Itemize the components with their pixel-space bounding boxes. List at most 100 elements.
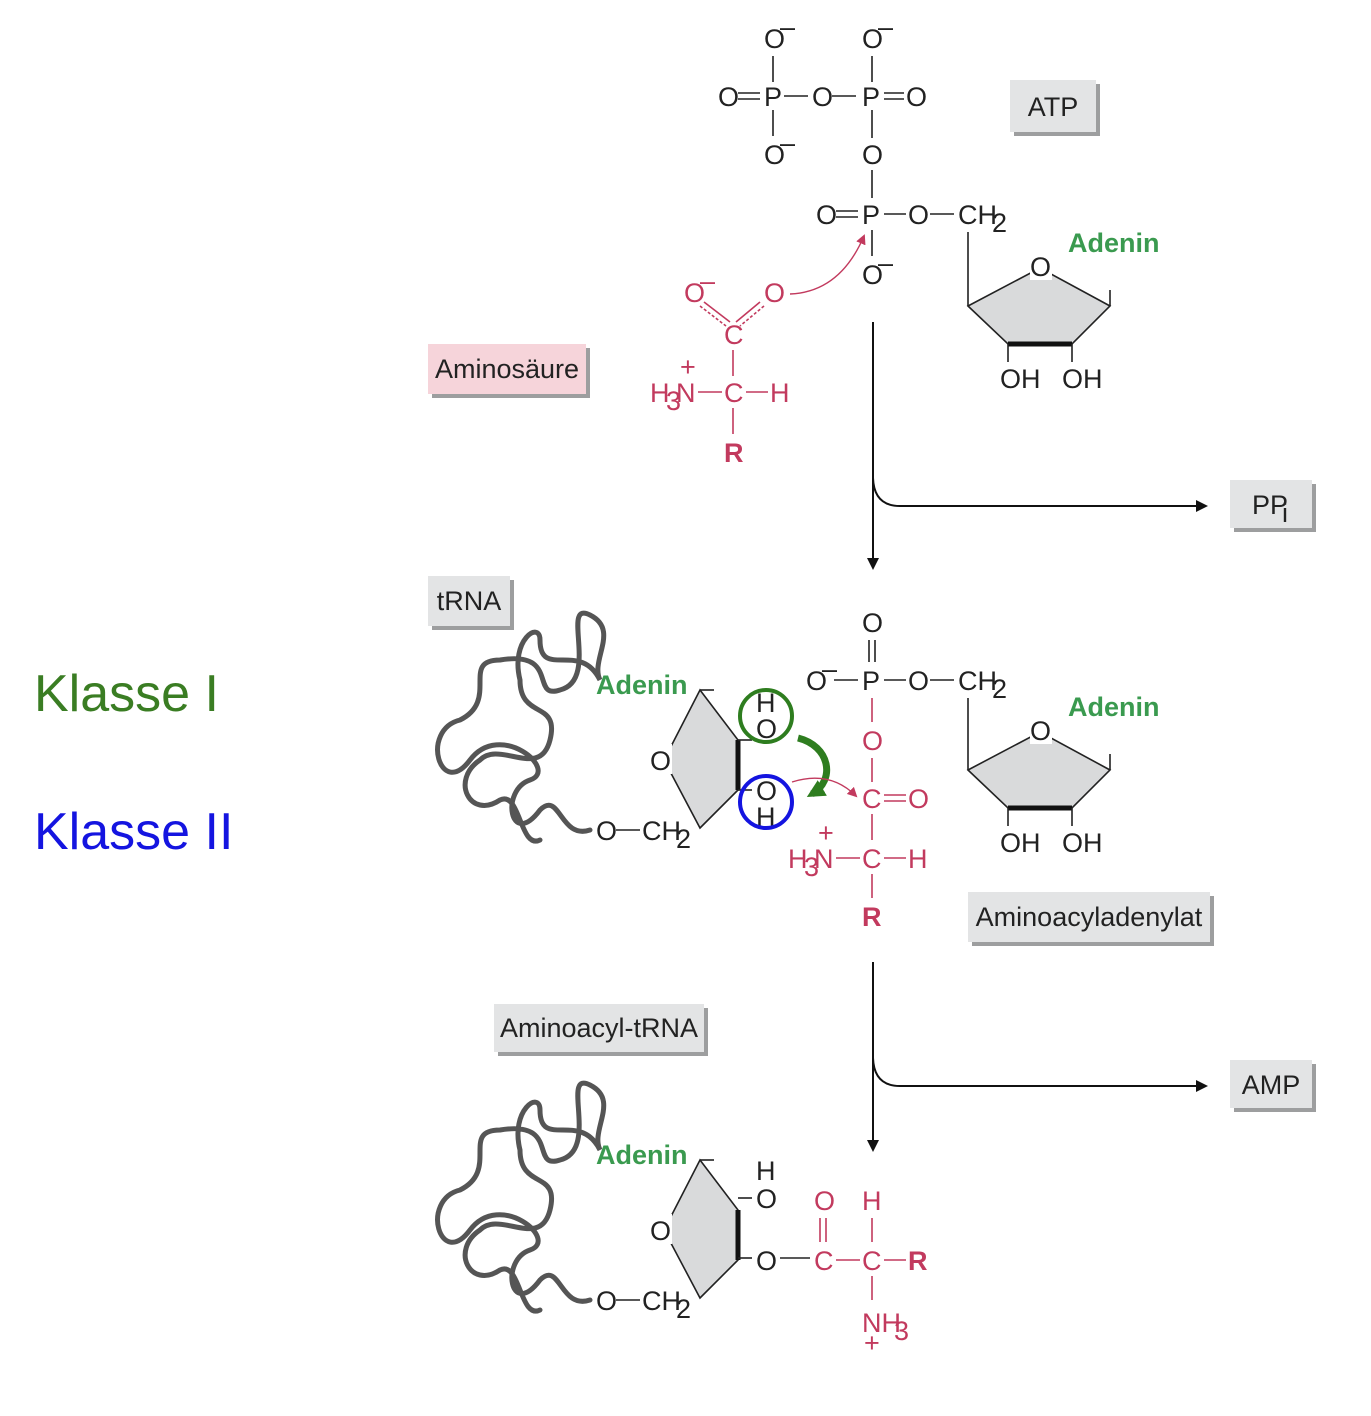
amino-acid-molecule: O– O C H3 N+ C H R	[650, 234, 866, 468]
svg-text:CH: CH	[958, 200, 997, 230]
svg-text:CH: CH	[642, 816, 681, 846]
aminoacyl-group: O C H C R NH3 +	[814, 1186, 928, 1358]
svg-text:O: O	[812, 82, 833, 112]
class1-label: Klasse I	[34, 665, 219, 723]
svg-text:O: O	[756, 776, 777, 806]
adenin-label: Adenin	[1068, 228, 1160, 258]
adenin-label: Adenin	[1068, 692, 1160, 722]
oh-label: OH	[1062, 364, 1103, 394]
oh-label: OH	[1000, 364, 1041, 394]
svg-text:2: 2	[992, 674, 1007, 704]
svg-text:3: 3	[894, 1316, 909, 1346]
svg-text:C: C	[724, 378, 744, 408]
trna-strand-middle	[435, 610, 607, 844]
svg-text:H: H	[908, 844, 928, 874]
svg-text:H: H	[756, 688, 776, 718]
svg-text:O: O	[684, 278, 705, 308]
svg-text:H: H	[862, 1186, 882, 1216]
adenin-label: Adenin	[596, 670, 688, 700]
svg-text:C: C	[862, 844, 882, 874]
svg-text:O: O	[862, 608, 883, 638]
class1-attack-arrow	[796, 734, 831, 798]
atp-molecule: O– O P O O– O– P O O O P O CH2 O–	[718, 12, 1007, 290]
svg-text:O: O	[862, 726, 883, 756]
ribose-ring-adenylate: O OH OH Adenin	[966, 692, 1160, 858]
svg-text:+: +	[818, 818, 834, 848]
svg-text:H: H	[756, 802, 776, 832]
adenin-label: Adenin	[596, 1140, 688, 1170]
svg-text:O: O	[596, 816, 617, 846]
svg-text:P: P	[862, 200, 880, 230]
svg-text:P: P	[764, 82, 782, 112]
svg-text:O: O	[862, 260, 883, 290]
svg-text:O: O	[764, 24, 785, 54]
aminoacyladenylat-molecule: O O– P O CH2 O C O H3 N+ C H R	[788, 608, 1007, 932]
amino-acid-box: Aminosäure	[428, 344, 590, 398]
reaction-arrow-1	[867, 322, 1208, 570]
svg-text:O: O	[814, 1186, 835, 1216]
ribose-ring-atp: O OH OH Adenin	[966, 228, 1160, 394]
svg-text:O: O	[756, 1184, 777, 1214]
svg-text:CH: CH	[958, 666, 997, 696]
svg-text:O: O	[862, 140, 883, 170]
svg-text:H: H	[788, 844, 808, 874]
svg-text:O: O	[1030, 252, 1051, 282]
svg-text:H: H	[770, 378, 790, 408]
r-group: R	[862, 902, 882, 932]
svg-text:PP: PP	[1252, 490, 1288, 520]
class2-highlight-circle	[738, 774, 794, 830]
svg-text:O: O	[806, 666, 827, 696]
svg-text:+: +	[680, 352, 696, 382]
svg-text:O: O	[718, 82, 739, 112]
svg-text:Aminoacyl-tRNA: Aminoacyl-tRNA	[500, 1013, 698, 1043]
svg-text:tRNA: tRNA	[437, 586, 502, 616]
oh-label: OH	[1000, 828, 1041, 858]
reaction-arrow-2	[867, 962, 1208, 1152]
svg-text:C: C	[862, 1246, 882, 1276]
aminoacyl-trna-box: Aminoacyl-tRNA	[494, 1004, 708, 1056]
svg-text:O: O	[908, 666, 929, 696]
trna-ribose-bottom: O Adenin O CH2 H O O	[596, 1140, 810, 1324]
svg-text:O: O	[816, 200, 837, 230]
trna-box: tRNA	[428, 576, 514, 630]
svg-text:3: 3	[666, 386, 681, 416]
ppi-box: PP i	[1230, 480, 1316, 532]
svg-text:O: O	[908, 200, 929, 230]
svg-text:Aminoacyladenylat: Aminoacyladenylat	[976, 902, 1203, 932]
svg-text:2: 2	[676, 824, 691, 854]
svg-text:ATP: ATP	[1028, 92, 1079, 122]
svg-text:O: O	[862, 24, 883, 54]
svg-text:i: i	[1282, 498, 1288, 528]
svg-text:O: O	[764, 278, 785, 308]
svg-text:AMP: AMP	[1242, 1070, 1301, 1100]
svg-text:C: C	[862, 784, 882, 814]
amp-box: AMP	[1230, 1060, 1316, 1112]
svg-text:O: O	[756, 1246, 777, 1276]
atp-box: ATP	[1010, 80, 1100, 136]
svg-text:O: O	[756, 714, 777, 744]
svg-text:O: O	[596, 1286, 617, 1316]
r-group: R	[724, 438, 744, 468]
svg-text:O: O	[650, 1216, 671, 1246]
attack-arrow	[791, 777, 858, 798]
svg-text:O: O	[764, 140, 785, 170]
class2-label: Klasse II	[34, 803, 234, 861]
svg-text:–: –	[780, 128, 795, 158]
svg-text:H: H	[650, 378, 670, 408]
svg-text:O: O	[1030, 716, 1051, 746]
svg-text:CH: CH	[642, 1286, 681, 1316]
svg-text:2: 2	[676, 1294, 691, 1324]
svg-text:Aminosäure: Aminosäure	[435, 354, 579, 384]
svg-text:+: +	[864, 1328, 880, 1358]
svg-text:O: O	[650, 746, 671, 776]
svg-text:C: C	[814, 1246, 834, 1276]
svg-text:3: 3	[804, 852, 819, 882]
svg-text:–: –	[878, 248, 893, 278]
trna-ribose-middle: O Adenin O CH2 H O O H	[596, 670, 777, 854]
svg-text:P: P	[862, 82, 880, 112]
svg-text:C: C	[724, 320, 744, 350]
svg-text:–: –	[878, 12, 893, 42]
svg-text:N: N	[814, 844, 834, 874]
svg-text:2: 2	[992, 208, 1007, 238]
